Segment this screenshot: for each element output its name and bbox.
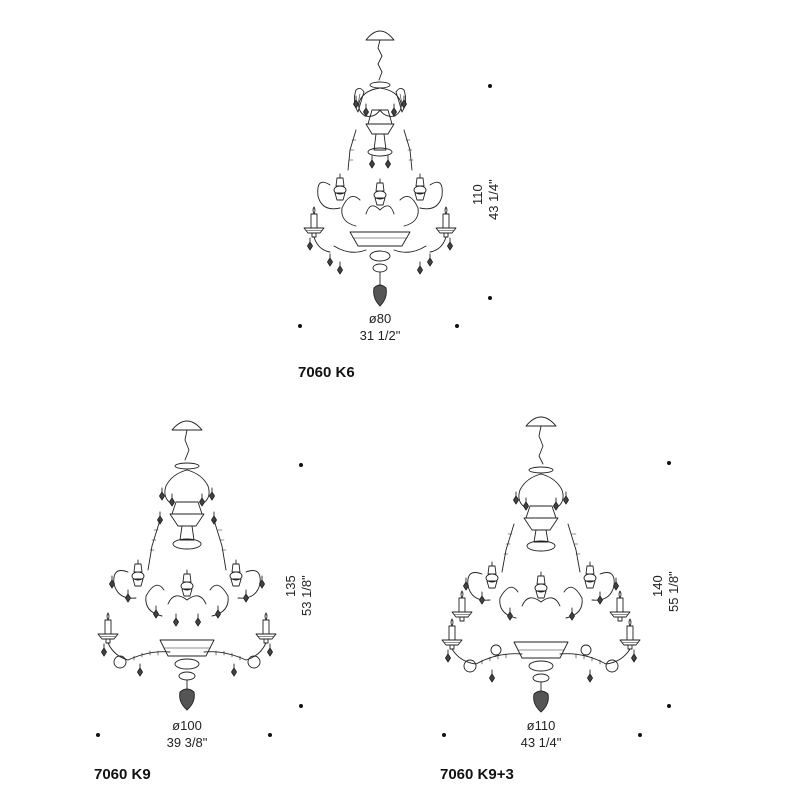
dimension-marker — [299, 704, 303, 708]
diameter-cm-label: ø110 — [526, 718, 556, 733]
dimension-marker — [488, 296, 492, 300]
dimension-marker — [442, 733, 446, 737]
dimension-marker — [488, 84, 492, 88]
height-in-label: 55 1/8" — [666, 571, 681, 612]
height-cm-label: 135 — [283, 575, 298, 597]
height-in-label: 53 1/8" — [299, 575, 314, 616]
chandelier-9-light-drawing — [97, 420, 277, 711]
dimension-marker — [638, 733, 642, 737]
diameter-in-label: 39 3/8" — [166, 735, 208, 750]
product-code: 7060 K9 — [94, 766, 151, 783]
diameter-cm-label: ø80 — [368, 311, 392, 326]
diameter-cm-label: ø100 — [172, 718, 202, 733]
dimension-marker — [96, 733, 100, 737]
dimension-marker — [667, 461, 671, 465]
chandelier-12-light-drawing — [441, 416, 641, 713]
diameter-in-label: 31 1/2" — [359, 328, 401, 343]
product-code: 7060 K9+3 — [440, 766, 514, 783]
height-in-label: 43 1/4" — [486, 179, 501, 220]
dimension-marker — [667, 704, 671, 708]
chandelier-6-light-drawing — [303, 30, 457, 307]
dimension-marker — [268, 733, 272, 737]
dimension-marker — [299, 463, 303, 467]
product-code: 7060 K6 — [298, 364, 355, 381]
height-cm-label: 140 — [650, 575, 665, 597]
height-cm-label: 110 — [470, 184, 485, 205]
dimension-marker — [455, 324, 459, 328]
diameter-in-label: 43 1/4" — [520, 735, 562, 750]
dimension-marker — [298, 324, 302, 328]
